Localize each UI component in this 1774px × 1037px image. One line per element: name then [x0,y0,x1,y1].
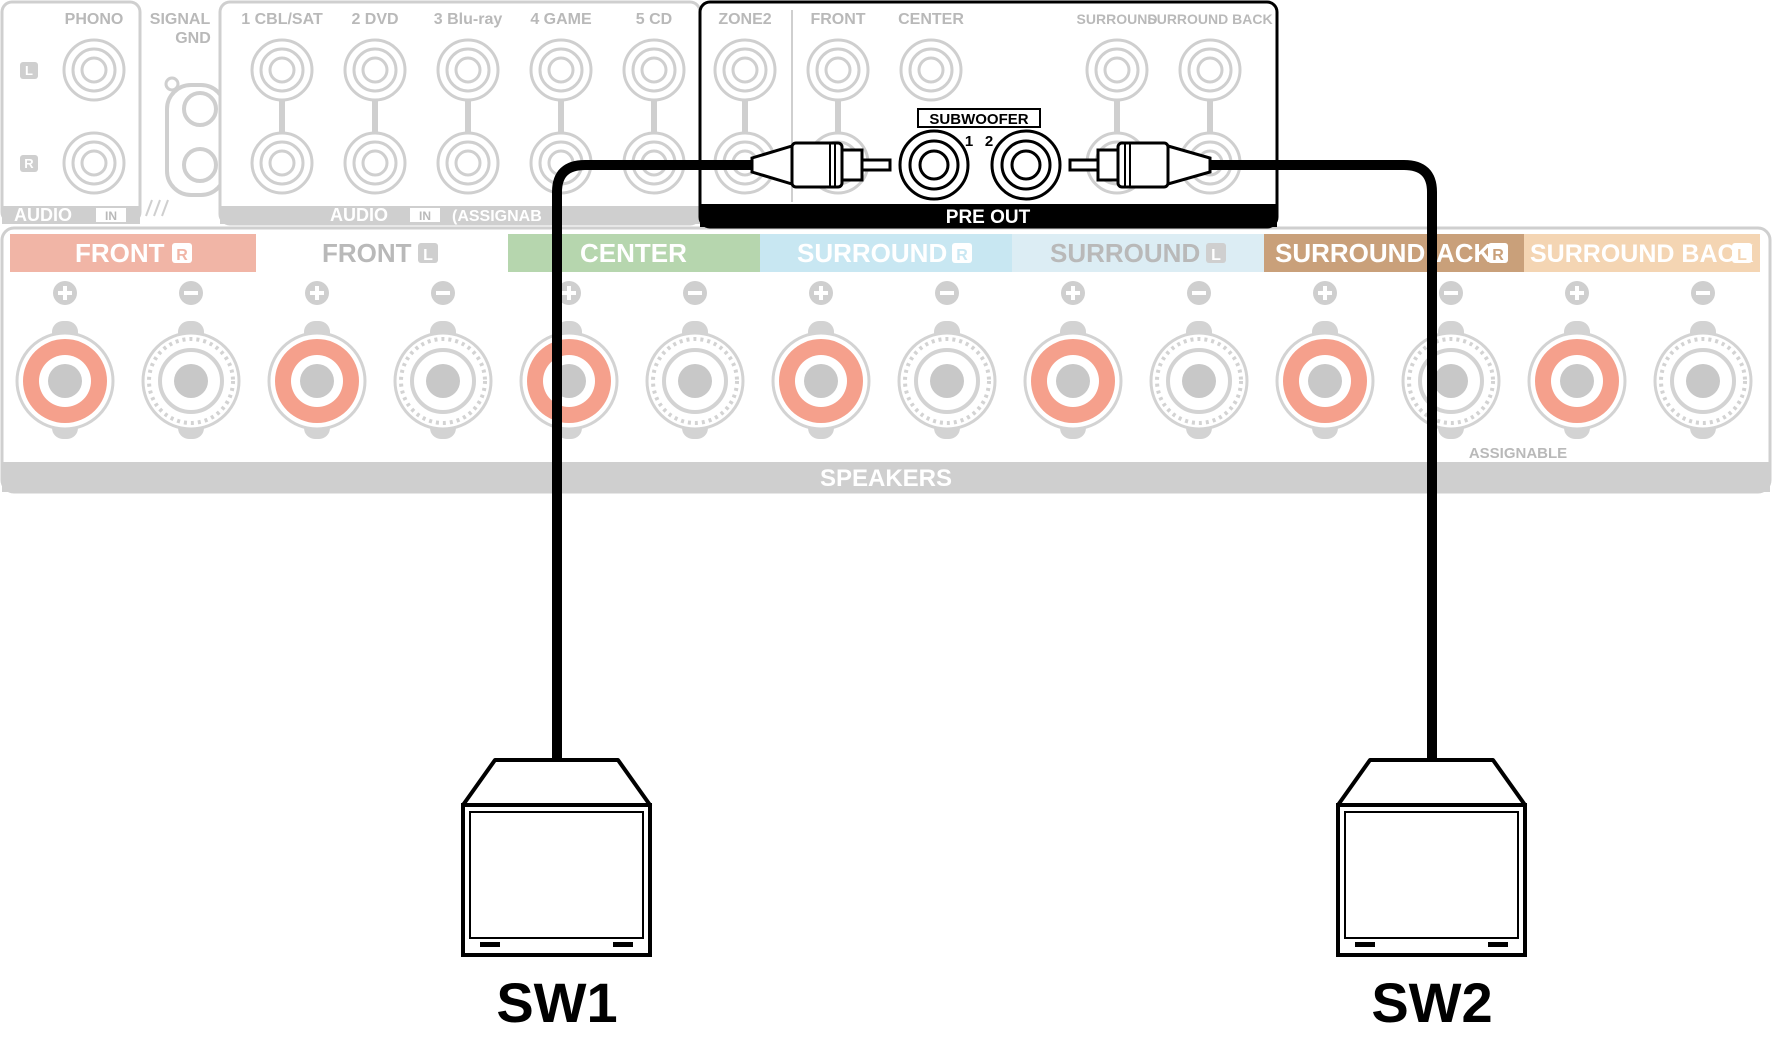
front-l-badge-bg [418,243,438,263]
rca-plug-2 [1068,141,1212,189]
signal-gnd-label-2: GND [175,30,211,47]
bluray-label: 3 Blu-ray [434,11,503,28]
center-band [508,234,760,272]
subwoofer-label-box [917,108,1041,128]
cd-label: 5 CD [636,11,672,28]
audio-in-left-badge: IN [105,209,117,223]
assignable-input-label: (ASSIGNAB [452,208,542,225]
surround-back-l-badge-bg [1732,243,1752,263]
surround-r-label: SURROUND [797,238,947,268]
subwoofer-1-label: 1 [965,133,973,150]
surround-label: SURROUND [1275,238,1425,268]
front-l-label: FRONT [322,238,412,268]
speakers-label: SPEAKERS [820,465,952,492]
subwoofer-1-jack [898,129,970,201]
audio-in-mid-label: AUDIO [330,205,388,225]
preout-center-label: CENTER [898,11,964,28]
signal-gnd-label-1: SIGNAL [150,11,211,28]
subwoofer-2-label: 2 [985,133,993,150]
center-label: CENTER [580,238,687,268]
channel-l-badge: L [25,63,33,78]
surround-back-l-band [1524,234,1760,272]
sw1-cable [552,160,752,760]
zone2-label: ZONE2 [718,11,771,28]
surround-r-badge-bg [952,243,972,263]
surround-l-badge-bg [1206,243,1226,263]
preout-surround-label: SURROUND [1077,11,1158,27]
subwoofer-label: SUBWOOFER [929,111,1028,128]
back-r-badge: R [1492,247,1504,264]
audio-in-mid-badge: IN [419,209,431,223]
audio-in-mid-badge-bg [410,208,440,222]
sw2-label: SW2 [1371,971,1492,1034]
sw1-label: SW1 [496,971,617,1034]
cbl-sat-label: 1 CBL/SAT [241,11,323,28]
audio-in-assignable-panel [218,0,702,226]
assignable-label: ASSIGNABLE [1469,445,1567,462]
dvd-label: 2 DVD [351,11,398,28]
phono-label: PHONO [65,11,124,28]
game-label: 4 GAME [530,11,592,28]
subwoofer-2-unit [1336,758,1527,957]
surround-l-label: SURROUND [1050,238,1200,268]
preout-front-label: FRONT [810,11,865,28]
rca-plug-1 [750,141,892,189]
subwoofer-2-jack [990,129,1062,201]
front-r-label: FRONT [75,238,165,268]
surround-back-l-badge: L [1737,247,1747,264]
front-l-band [256,234,508,272]
pre-out-label: PRE OUT [946,207,1031,228]
back-r-badge-bg [1488,243,1508,263]
preout-surround-back-label: SURROUND BACK [1147,11,1272,27]
front-r-band [10,234,256,272]
subwoofer-1-unit [461,758,652,957]
back-r-label: ACK [1436,238,1493,268]
front-r-badge-bg [172,243,192,263]
surround-r-badge: R [956,247,968,264]
audio-in-phono-panel [0,0,142,224]
channel-r-badge: R [24,156,34,171]
audio-in-left-label: AUDIO [14,205,72,225]
sw2-cable [1210,160,1437,760]
surround-l-badge: L [1211,247,1221,264]
front-l-badge: L [423,247,433,264]
front-r-badge: R [176,247,188,264]
surround-band [1264,234,1414,272]
surround-back-l-label: SURROUND BACK [1530,240,1754,268]
audio-in-left-badge-bg [96,208,126,222]
